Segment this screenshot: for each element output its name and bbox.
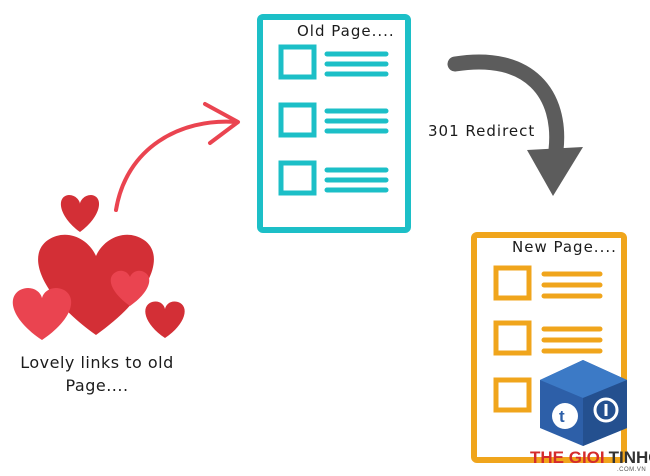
heart-icon bbox=[12, 287, 72, 340]
old-page-document bbox=[257, 14, 411, 233]
new-page-checkbox bbox=[493, 265, 532, 301]
watermark-cube-icon: t bbox=[540, 360, 627, 446]
link-arrow-icon bbox=[114, 102, 240, 212]
links-caption-line1: Lovely links to old bbox=[20, 353, 174, 372]
old-page-checkbox bbox=[278, 160, 317, 196]
heart-icon bbox=[145, 301, 185, 338]
watermark-domain: .COM.VN bbox=[617, 467, 647, 473]
watermark-brand-dark: TINHOC bbox=[608, 448, 650, 467]
svg-text:t: t bbox=[559, 407, 565, 426]
new-page-checkbox bbox=[493, 320, 532, 356]
watermark-brand-red: THE GIOI bbox=[530, 448, 605, 467]
hearts-cluster-icon bbox=[12, 195, 185, 340]
old-page-title: Old Page.... bbox=[297, 22, 395, 40]
old-page-checkbox bbox=[278, 44, 317, 80]
redirect-arrow-icon bbox=[447, 54, 583, 196]
new-page-checkbox bbox=[493, 377, 532, 413]
heart-icon bbox=[110, 270, 150, 306]
links-caption: Lovely links to old Page.... bbox=[12, 351, 182, 397]
old-page-checkbox bbox=[278, 102, 317, 138]
redirect-label: 301 Redirect bbox=[428, 122, 536, 140]
new-page-title: New Page.... bbox=[512, 238, 617, 256]
links-caption-line2: Page.... bbox=[65, 376, 129, 395]
heart-icon bbox=[60, 195, 100, 232]
watermark-brand: THE GIOITINHOC bbox=[530, 448, 650, 468]
